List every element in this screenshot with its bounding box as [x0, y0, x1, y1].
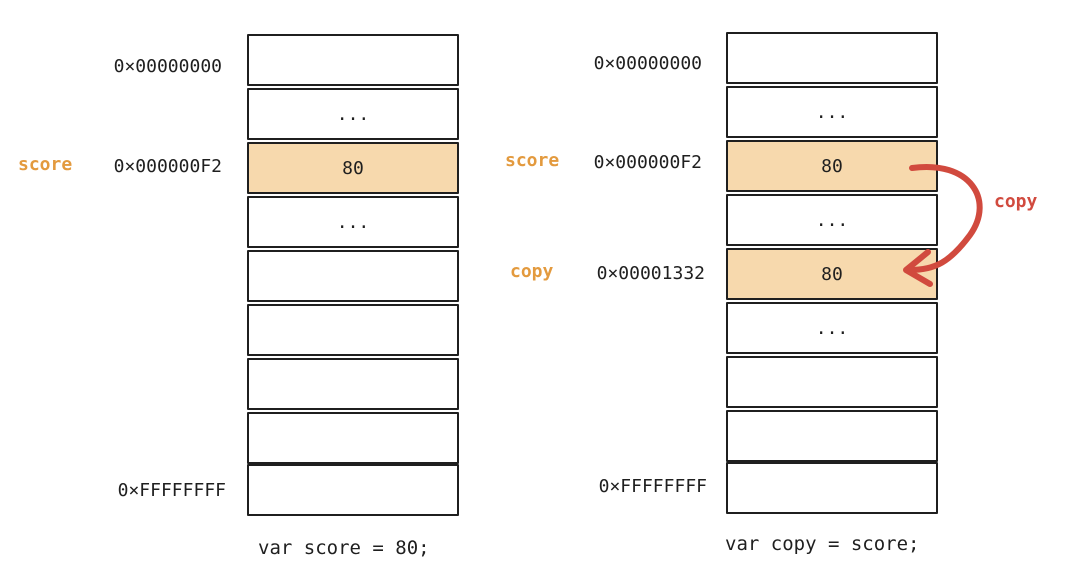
copy-arrow-label: copy [994, 191, 1038, 212]
left-memory-cell-5 [247, 304, 459, 356]
right-address-top: 0×00000000 [593, 53, 702, 74]
left-memory-cell-6 [247, 358, 459, 410]
right-memory-cell-7 [726, 410, 938, 462]
left-code-statement: var score = 80; [258, 537, 430, 559]
right-variable-copy-label: copy [510, 261, 554, 282]
left-address-bottom: 0×FFFFFFFF [117, 480, 226, 501]
right-memory-cell-0 [726, 32, 938, 84]
right-memory-cell-score: 80 [726, 140, 938, 192]
left-memory-cell-0 [247, 34, 459, 86]
left-memory-cell-3: ... [247, 196, 459, 248]
right-memory-cell-8 [726, 462, 938, 514]
right-memory-cell-6 [726, 356, 938, 408]
right-address-score: 0×000000F2 [593, 152, 702, 173]
left-variable-score-label: score [18, 154, 73, 175]
left-memory-cell-4 [247, 250, 459, 302]
left-address-score: 0×000000F2 [113, 156, 222, 177]
right-memory-cell-3: ... [726, 194, 938, 246]
left-memory-cell-7 [247, 412, 459, 464]
right-variable-score-label: score [505, 150, 560, 171]
right-code-statement: var copy = score; [725, 533, 920, 555]
left-memory-cell-8 [247, 464, 459, 516]
left-memory-cell-1: ... [247, 88, 459, 140]
right-address-copy: 0×00001332 [596, 263, 705, 284]
right-address-bottom: 0×FFFFFFFF [598, 476, 707, 497]
left-memory-cell-score: 80 [247, 142, 459, 194]
left-address-top: 0×00000000 [113, 56, 222, 77]
right-memory-cell-5: ... [726, 302, 938, 354]
right-memory-cell-1: ... [726, 86, 938, 138]
right-memory-cell-copy: 80 [726, 248, 938, 300]
